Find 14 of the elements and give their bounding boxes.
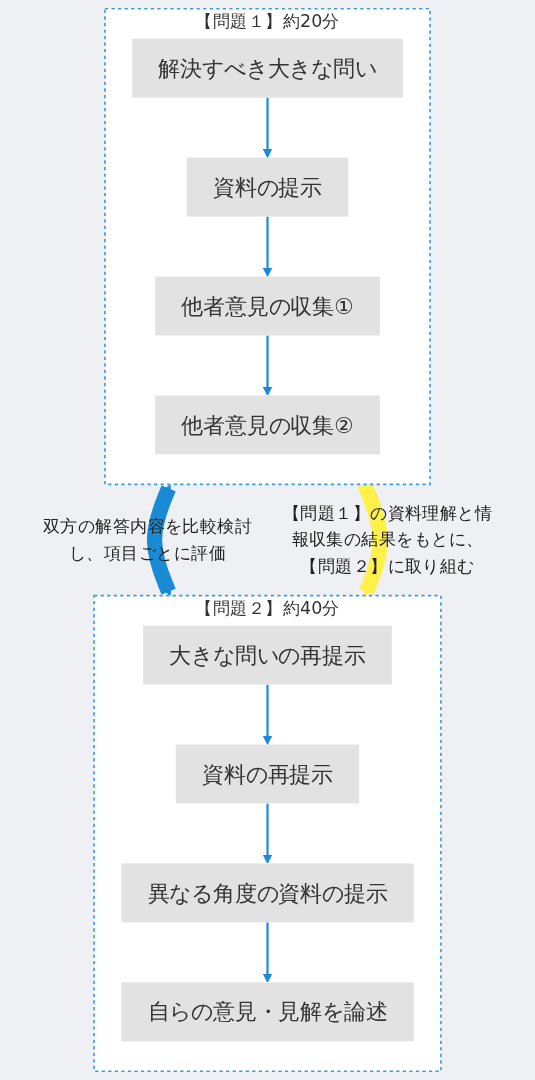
arrow bbox=[262, 335, 273, 396]
node-box: 資料の再提示 bbox=[175, 744, 360, 804]
node-box: 他者意見の収集② bbox=[155, 395, 380, 455]
arrow bbox=[262, 97, 273, 159]
node-box: 大きな問いの再提示 bbox=[143, 625, 392, 685]
node-box: 自らの意見・見解を論述 bbox=[121, 982, 414, 1042]
node-box: 異なる角度の資料の提示 bbox=[121, 863, 414, 923]
node-box: 資料の提示 bbox=[186, 157, 349, 217]
arrow bbox=[262, 216, 273, 277]
arrow bbox=[262, 684, 273, 745]
arrow bbox=[262, 922, 273, 983]
node-box: 他者意見の収集① bbox=[155, 276, 380, 336]
node-box: 解決すべき大きな問い bbox=[132, 38, 403, 98]
arrow bbox=[262, 803, 273, 864]
